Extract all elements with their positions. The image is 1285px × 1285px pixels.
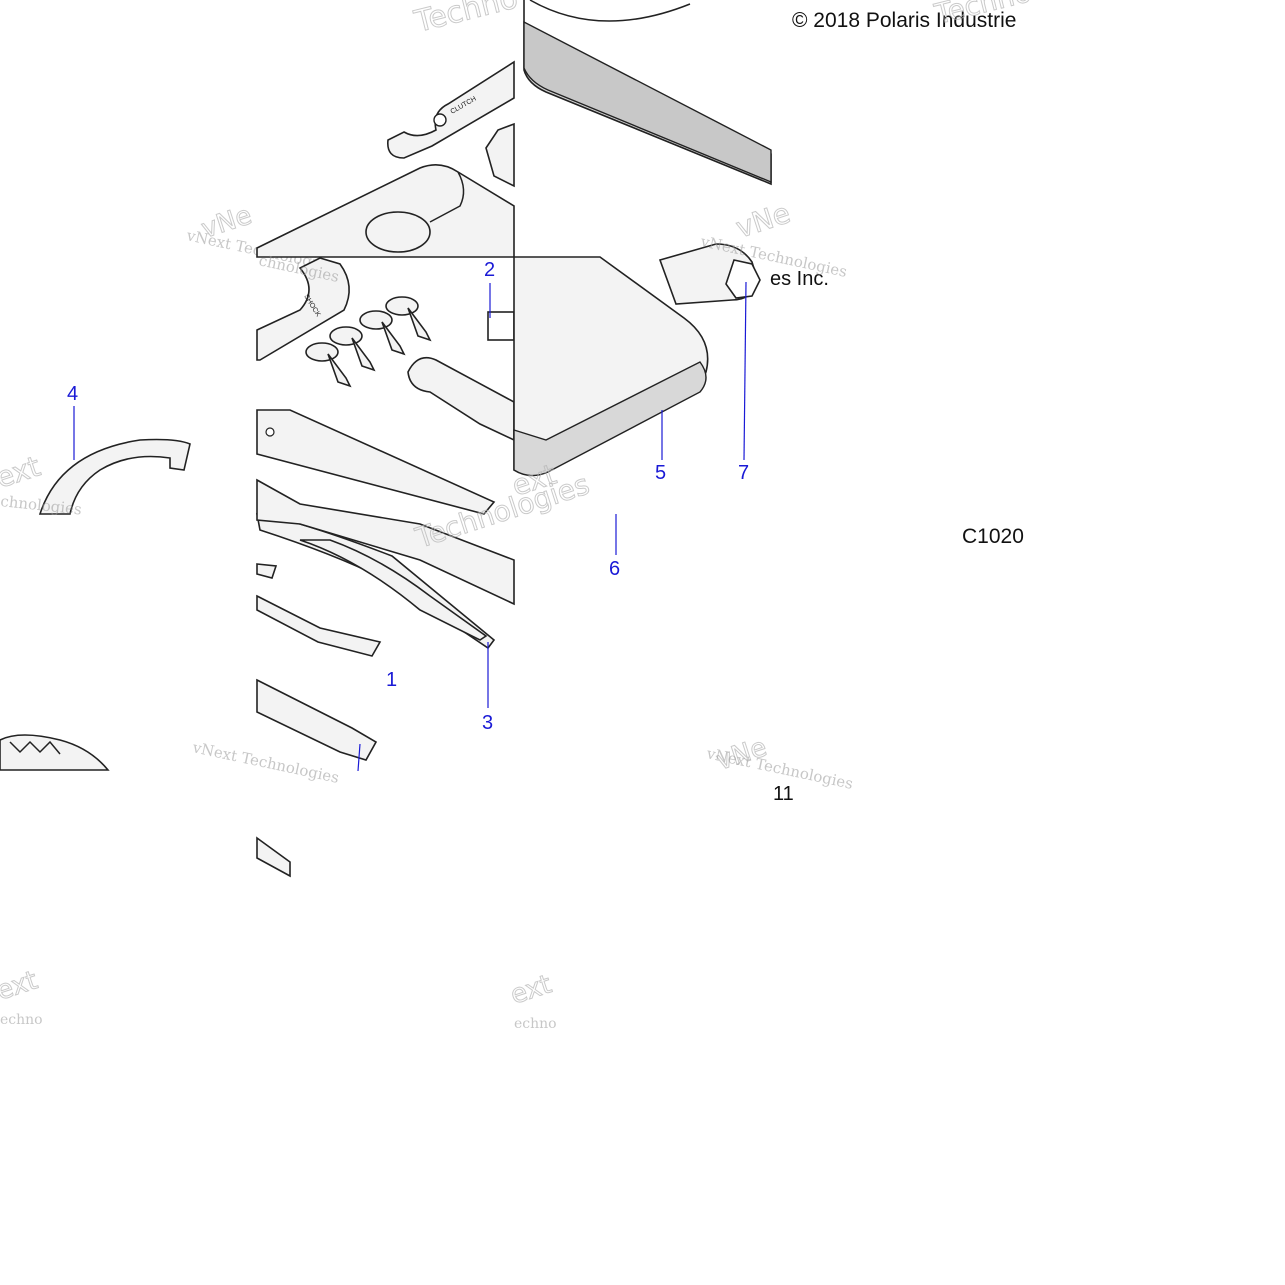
watermark-fragment: echno bbox=[514, 1016, 557, 1032]
spanner-ring bbox=[38, 438, 191, 515]
watermark-fragment: echno bbox=[0, 1012, 43, 1028]
callout-1: 1 bbox=[386, 669, 397, 691]
leader-punch bbox=[357, 743, 361, 772]
case-top-ring bbox=[529, 0, 691, 22]
callout-2: 2 bbox=[484, 259, 495, 281]
hex-key-small bbox=[256, 563, 278, 579]
tool-case-part: ext bbox=[507, 256, 709, 503]
page-number: 11 bbox=[773, 783, 794, 805]
tile-row3-center: Technologies vNext Technologies bbox=[190, 467, 594, 787]
watermark-company: vNext Technologies bbox=[190, 738, 340, 787]
case-side-shade bbox=[513, 361, 707, 477]
tile-row2-center: SHOCK chnologies bbox=[256, 251, 515, 515]
tile-top-center: CLUTCH Techno bbox=[256, 0, 522, 258]
pliers-end-part bbox=[0, 734, 110, 771]
screwdriver-hole bbox=[265, 427, 275, 437]
leader-7 bbox=[743, 281, 747, 461]
push-pin bbox=[329, 326, 376, 372]
case-lid-shadow bbox=[523, 20, 772, 184]
tray-edge bbox=[429, 171, 465, 223]
push-pin bbox=[385, 296, 432, 342]
push-pin bbox=[359, 310, 406, 356]
copyright-fragment: es Inc. bbox=[770, 268, 829, 290]
shock-wrench bbox=[256, 257, 350, 361]
punch-tool bbox=[256, 678, 378, 761]
tile-top-right: vNe bbox=[523, 0, 795, 245]
tray-slot bbox=[487, 311, 515, 341]
socket-wrench-part: vNext Technologies bbox=[658, 232, 849, 305]
watermark-fragment: ext bbox=[0, 450, 44, 495]
watermark-fragment: vNe bbox=[732, 196, 794, 244]
watermark-fragment: Techno bbox=[410, 0, 521, 40]
pliers-grip bbox=[0, 734, 110, 771]
push-pin bbox=[305, 342, 352, 388]
wrench-hole bbox=[433, 113, 447, 127]
tool-fragment bbox=[256, 836, 291, 878]
callout-4: 4 bbox=[67, 383, 78, 405]
callout-5: 5 bbox=[655, 462, 666, 484]
callout-7: 7 bbox=[738, 462, 749, 484]
callout-3: 3 bbox=[482, 712, 493, 734]
tool-tray bbox=[256, 164, 515, 258]
clutch-wrench bbox=[387, 60, 515, 159]
watermark-fragment: ext bbox=[507, 969, 555, 1010]
callout-6: 6 bbox=[609, 558, 620, 580]
push-pins bbox=[305, 296, 432, 388]
tile-row4: vNe vNext Technologies ext echno ext ech… bbox=[0, 732, 855, 1032]
callouts: 1 2 3 4 5 6 7 bbox=[67, 259, 749, 772]
hex-key bbox=[256, 594, 382, 657]
t-handle-tool bbox=[407, 356, 515, 442]
pliers-teeth bbox=[9, 740, 61, 755]
tray-knob bbox=[365, 211, 431, 253]
pliers-jaw bbox=[299, 539, 488, 641]
hex-socket-top bbox=[485, 122, 515, 188]
copyright-text: © 2018 Polaris Industrie bbox=[792, 9, 1016, 32]
socket-hex bbox=[725, 259, 761, 299]
figure-code: C1020 bbox=[962, 525, 1024, 548]
pliers-handle-top bbox=[256, 478, 515, 606]
watermark-fragment: ext bbox=[0, 965, 41, 1006]
screwdriver-handle bbox=[256, 409, 496, 515]
spanner-ring-part: chnologies ext bbox=[0, 438, 191, 519]
